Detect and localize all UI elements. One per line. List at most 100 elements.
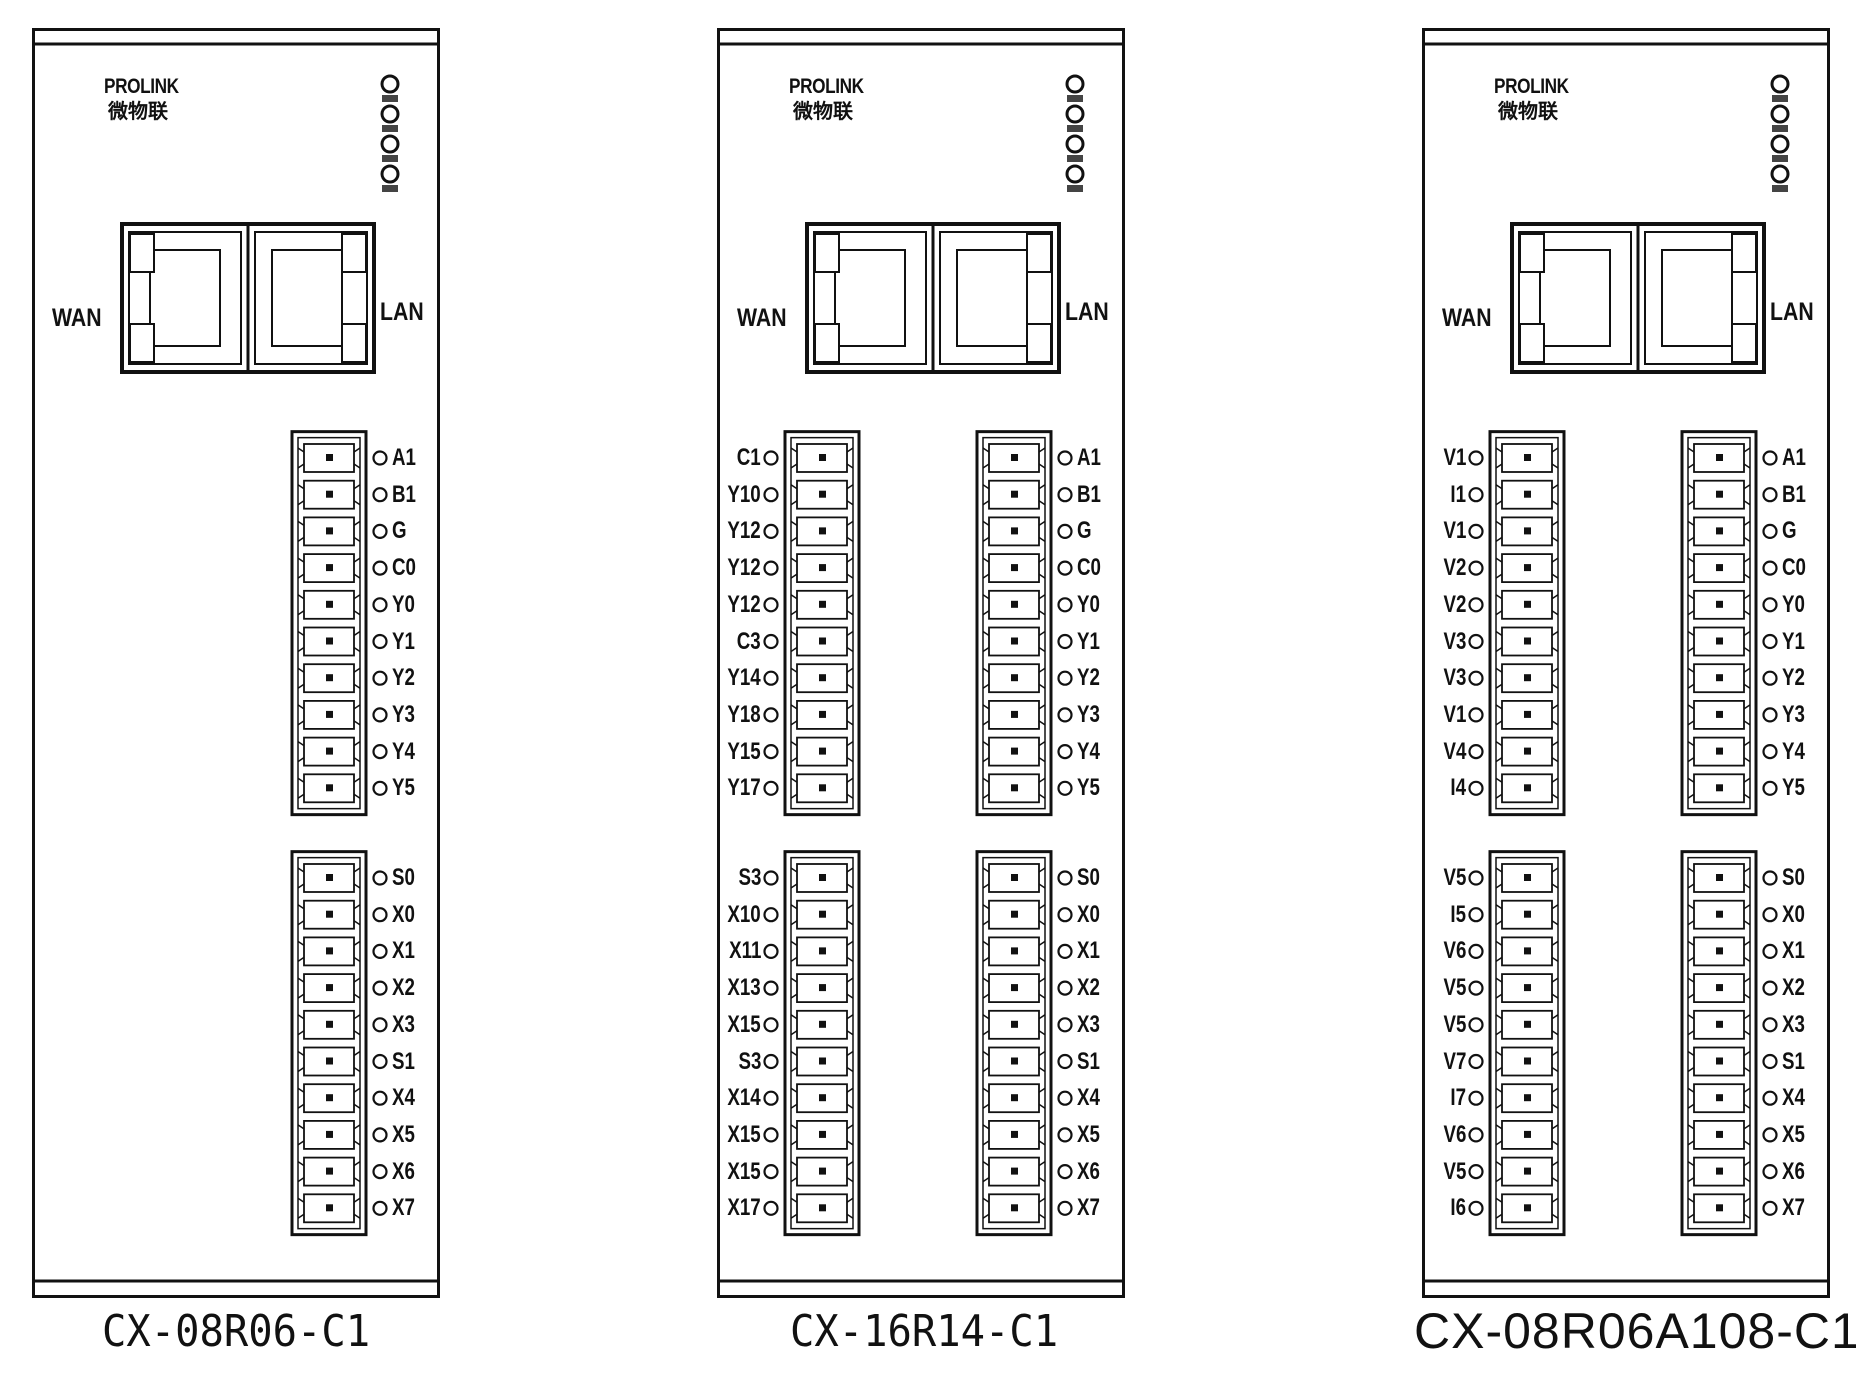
terminal-slot	[790, 663, 854, 694]
status-led-column	[1065, 74, 1085, 192]
terminal-label: X11	[728, 937, 761, 965]
terminal-indicator	[763, 633, 779, 650]
terminal-label: X15	[727, 1120, 761, 1148]
status-led	[380, 104, 400, 124]
terminal-indicator	[1057, 707, 1073, 723]
terminal-label: Y2	[1782, 664, 1805, 692]
terminal-indicator	[1057, 1127, 1073, 1143]
terminal-label: Y1	[1077, 627, 1100, 655]
terminal-indicator	[1057, 1163, 1073, 1180]
terminal-label: Y14	[727, 664, 761, 692]
ethernet-port-housing	[120, 222, 376, 374]
terminal-slot	[982, 553, 1046, 583]
terminal-indicator	[1468, 943, 1484, 960]
terminal-indicator	[1468, 780, 1484, 796]
terminal-label: X15	[727, 1010, 761, 1038]
terminal-slot	[297, 1046, 361, 1077]
terminal-slot	[982, 1083, 1046, 1114]
terminal-slot	[1495, 589, 1559, 620]
terminal-slot	[790, 773, 854, 804]
led-caption-mark	[1067, 95, 1083, 102]
terminal-indicator	[1057, 1017, 1073, 1033]
terminal-indicator	[1057, 487, 1073, 503]
terminal-indicator	[763, 1090, 779, 1106]
terminal-label: A1	[392, 444, 416, 471]
terminal-slot	[1687, 553, 1751, 583]
terminal-label: V1	[1443, 444, 1466, 471]
brand-name: PROLINK	[104, 75, 179, 98]
terminal-indicator	[1468, 597, 1484, 613]
terminal-label: Y15	[727, 737, 761, 765]
terminal-indicator	[372, 1017, 388, 1033]
terminal-indicator	[763, 1163, 779, 1180]
terminal-slot	[1495, 626, 1559, 657]
terminal-slot	[1495, 443, 1559, 473]
led-caption-mark	[382, 155, 398, 162]
terminal-slot	[1495, 1009, 1559, 1040]
terminal-indicator	[1762, 1163, 1778, 1180]
terminal-label: X7	[1782, 1194, 1805, 1222]
terminal-indicator	[763, 450, 779, 466]
terminal-slot	[790, 589, 854, 620]
terminal-indicator	[1762, 1017, 1778, 1033]
terminal-slot	[1495, 663, 1559, 694]
terminal-indicator	[1762, 1200, 1778, 1216]
terminal-slot	[297, 479, 361, 510]
terminal-label: X3	[392, 1010, 415, 1038]
terminal-indicator	[763, 907, 779, 923]
terminal-label: S0	[392, 864, 415, 891]
terminal-label: Y3	[1077, 700, 1100, 728]
terminal-slot	[982, 1156, 1046, 1187]
wan-label: WAN	[52, 304, 102, 332]
terminal-indicator	[1468, 1127, 1484, 1143]
status-led	[1770, 74, 1790, 94]
wan-label: WAN	[1442, 304, 1492, 332]
led-caption-mark	[1067, 185, 1083, 192]
terminal-indicator	[372, 743, 388, 760]
terminal-slot	[297, 700, 361, 730]
terminal-slot	[1687, 1009, 1751, 1040]
terminal-label: I1	[1450, 480, 1466, 508]
terminal-slot	[297, 1120, 361, 1150]
terminal-slot	[790, 553, 854, 583]
terminal-block	[1488, 430, 1566, 817]
terminal-slot	[982, 589, 1046, 620]
terminal-slot	[1495, 1046, 1559, 1077]
terminal-label: X5	[1077, 1120, 1100, 1148]
wan-port	[128, 231, 242, 365]
terminal-slot	[790, 973, 854, 1003]
terminal-label: X4	[392, 1084, 415, 1112]
terminal-indicator	[1468, 707, 1484, 723]
lan-port	[1644, 231, 1758, 365]
terminal-indicator	[1468, 487, 1484, 503]
status-led-column	[1770, 74, 1790, 192]
terminal-indicator	[1762, 1090, 1778, 1106]
terminal-slot	[1687, 863, 1751, 893]
terminal-indicator	[1057, 980, 1073, 996]
terminal-slot	[297, 516, 361, 547]
terminal-label: Y12	[727, 554, 761, 582]
terminal-label: Y5	[1077, 774, 1100, 802]
terminal-slot	[1495, 973, 1559, 1003]
status-led	[380, 164, 400, 184]
terminal-label: V5	[1443, 864, 1466, 891]
terminal-indicator	[1762, 780, 1778, 796]
terminal-indicator	[372, 523, 388, 539]
terminal-slot	[982, 1046, 1046, 1077]
brand-name-cn: 微物联	[108, 101, 168, 123]
terminal-label: X7	[392, 1194, 415, 1222]
terminal-label: Y4	[1077, 737, 1100, 765]
terminal-label: A1	[1077, 444, 1101, 471]
terminal-indicator	[1057, 743, 1073, 760]
terminal-slot	[790, 1009, 854, 1040]
terminal-label: Y0	[1782, 590, 1805, 618]
brand-name: PROLINK	[1494, 75, 1569, 98]
terminal-slot	[297, 443, 361, 473]
lan-label: LAN	[1770, 298, 1814, 326]
module-outline	[1422, 28, 1830, 1298]
terminal-indicator	[1468, 1053, 1484, 1070]
status-led	[1770, 134, 1790, 154]
terminal-indicator	[763, 560, 779, 576]
terminal-slot	[297, 553, 361, 583]
terminal-label: Y4	[392, 737, 415, 765]
